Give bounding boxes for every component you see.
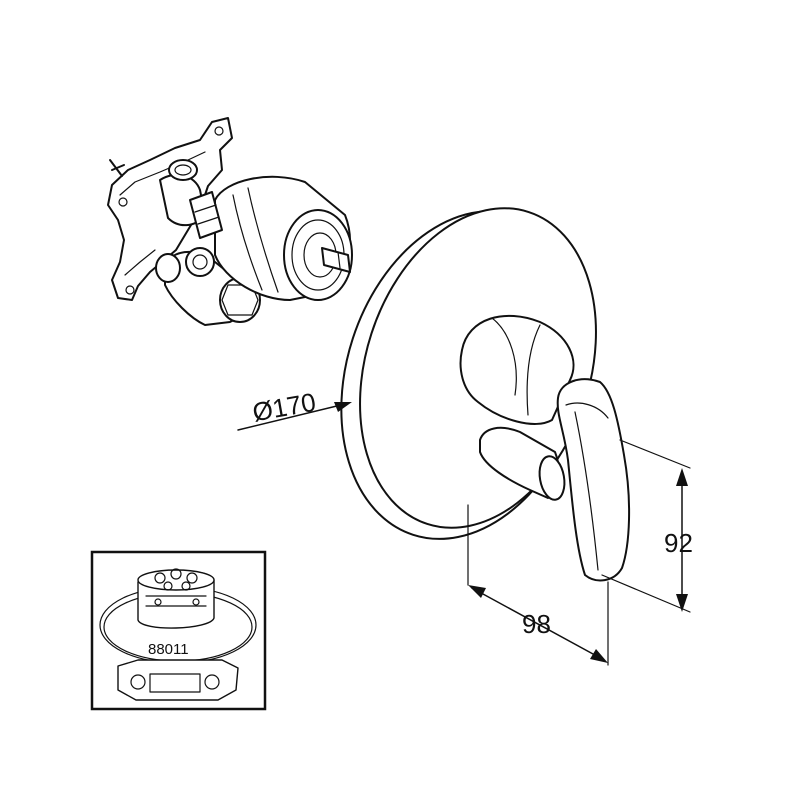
concealed-valve-body-illustration xyxy=(107,117,353,326)
height-label: 92 xyxy=(664,528,693,558)
height-dimension: 92 xyxy=(601,439,693,613)
depth-label: 98 xyxy=(522,609,551,639)
depth-dimension: 98 xyxy=(467,504,609,666)
diameter-dimension: Ø170 xyxy=(237,387,352,431)
part-number-label: 88011 xyxy=(148,641,189,658)
diameter-label: Ø170 xyxy=(250,387,318,428)
inset-installation-box: 88011 xyxy=(90,550,267,711)
wall-plate-with-lever-illustration xyxy=(340,207,631,582)
